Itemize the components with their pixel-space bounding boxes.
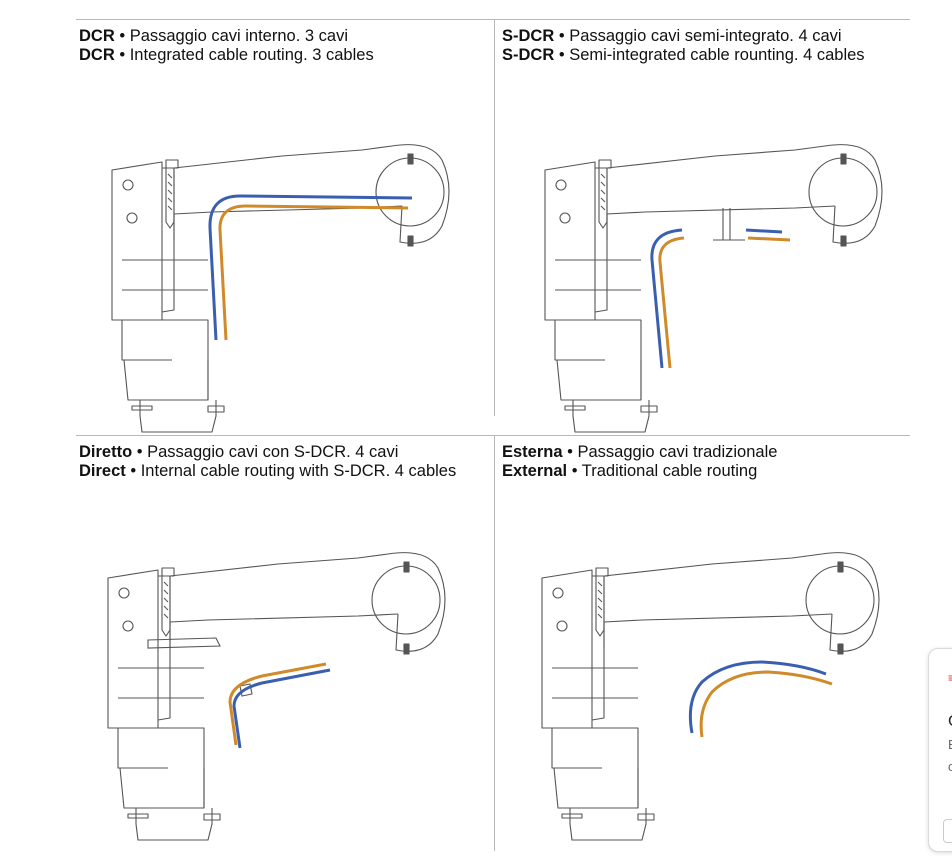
side-card-text-1: C — [948, 713, 952, 731]
top-divider-left — [76, 19, 494, 20]
caption-external: Esterna • Passaggio cavi tradizionale Ex… — [502, 443, 777, 481]
dcr-stem-drawing — [111, 144, 450, 433]
caption-direct-line2-bold: Direct — [79, 462, 126, 480]
caption-external-line1-bold: Esterna — [502, 443, 563, 461]
direct-orange-cable — [228, 662, 327, 746]
dcr-blue-cable — [208, 194, 413, 341]
top-divider-right — [494, 19, 910, 20]
dcr-orange-cable — [218, 204, 409, 341]
side-card-box[interactable] — [943, 819, 952, 843]
caption-dcr-line1-bold: DCR — [79, 27, 115, 45]
s-dcr-stem-drawing — [544, 144, 883, 433]
caption-external-line1-text: • Passaggio cavi tradizionale — [562, 443, 778, 461]
caption-s-dcr-line1-text: • Passaggio cavi semi-integrato. 4 cavi — [554, 27, 842, 45]
external-orange-cable — [699, 670, 833, 738]
caption-dcr-line1-text: • Passaggio cavi interno. 3 cavi — [114, 27, 348, 45]
column-divider-bottom — [494, 435, 495, 851]
side-card-text-3: c — [948, 759, 952, 774]
caption-dcr-line2-text: • Integrated cable routing. 3 cables — [114, 46, 374, 64]
direct-blue-cable — [232, 668, 331, 749]
s-dcr-orange-cable-end — [747, 236, 791, 242]
caption-s-dcr-line1-bold: S-DCR — [502, 27, 555, 45]
caption-s-dcr: S-DCR • Passaggio cavi semi-integrato. 4… — [502, 27, 865, 65]
caption-direct-line1-bold: Diretto — [79, 443, 133, 461]
middle-divider-right — [494, 435, 910, 436]
caption-external-line2-text: • Traditional cable routing — [567, 462, 758, 480]
side-card-text-2: E — [948, 737, 952, 752]
side-widget-card[interactable]: ≡ C E c — [928, 648, 952, 852]
s-dcr-blue-cable — [650, 228, 683, 369]
caption-s-dcr-line2-text: • Semi-integrated cable rounting. 4 cabl… — [554, 46, 865, 64]
caption-dcr-line2-bold: DCR — [79, 46, 115, 64]
middle-divider-left — [76, 435, 494, 436]
caption-external-line2-bold: External — [502, 462, 568, 480]
external-blue-cable — [688, 660, 827, 734]
caption-dcr: DCR • Passaggio cavi interno. 3 cavi DCR… — [79, 27, 374, 65]
caption-direct-line2-text: • Internal cable routing with S-DCR. 4 c… — [125, 462, 457, 480]
caption-direct: Diretto • Passaggio cavi con S-DCR. 4 ca… — [79, 443, 456, 481]
caption-direct-line1-text: • Passaggio cavi con S-DCR. 4 cavi — [132, 443, 399, 461]
column-divider-top — [494, 19, 495, 416]
menu-icon[interactable]: ≡ — [948, 671, 952, 685]
s-dcr-blue-cable-end — [745, 228, 783, 234]
caption-s-dcr-line2-bold: S-DCR — [502, 46, 555, 64]
direct-stem-drawing — [107, 552, 446, 841]
s-dcr-orange-cable — [658, 236, 685, 369]
